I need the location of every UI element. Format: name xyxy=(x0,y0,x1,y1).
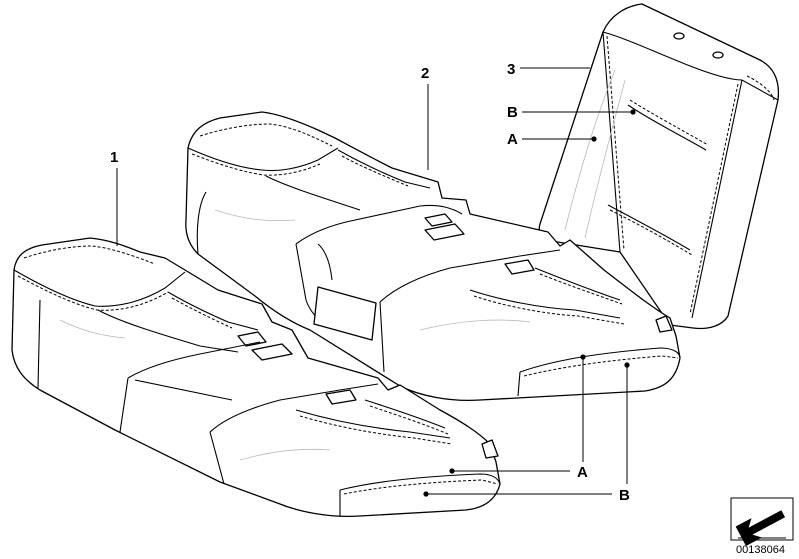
callout-label-backrest-b: B xyxy=(507,104,518,121)
callout-backrest-a: A xyxy=(507,131,597,148)
reference-dot-front-seat-b xyxy=(423,491,429,497)
callout-label-1: 1 xyxy=(110,149,118,166)
direction-arrow-icon xyxy=(730,497,794,546)
document-number: 00138064 xyxy=(736,544,785,556)
rear-seat-cushion xyxy=(185,111,681,402)
callout-backrest-b: B xyxy=(507,104,636,121)
callout-rear-seat-a: A xyxy=(577,354,588,481)
reference-dot-backrest-a xyxy=(591,136,597,142)
callout-label-front-seat-b: B xyxy=(619,487,630,504)
backrest-cover xyxy=(538,3,780,330)
callout-front-seat-b: B xyxy=(423,362,630,504)
callout-3: 3 xyxy=(507,61,590,78)
reference-dot-rear-seat-b xyxy=(624,362,630,368)
reference-dot-front-seat-a xyxy=(449,468,455,474)
callout-label-backrest-a: A xyxy=(507,131,518,148)
reference-dot-rear-seat-a xyxy=(580,354,586,360)
callout-1: 1 xyxy=(110,149,118,246)
callout-label-2: 2 xyxy=(421,65,429,82)
front-seat-cushion xyxy=(11,237,501,518)
callout-label-3: 3 xyxy=(507,61,515,78)
callout-front-seat-a xyxy=(449,468,570,474)
callout-label-rear-seat-a: A xyxy=(577,464,588,481)
reference-dot-backrest-b xyxy=(630,109,636,115)
callout-2: 2 xyxy=(421,65,429,170)
